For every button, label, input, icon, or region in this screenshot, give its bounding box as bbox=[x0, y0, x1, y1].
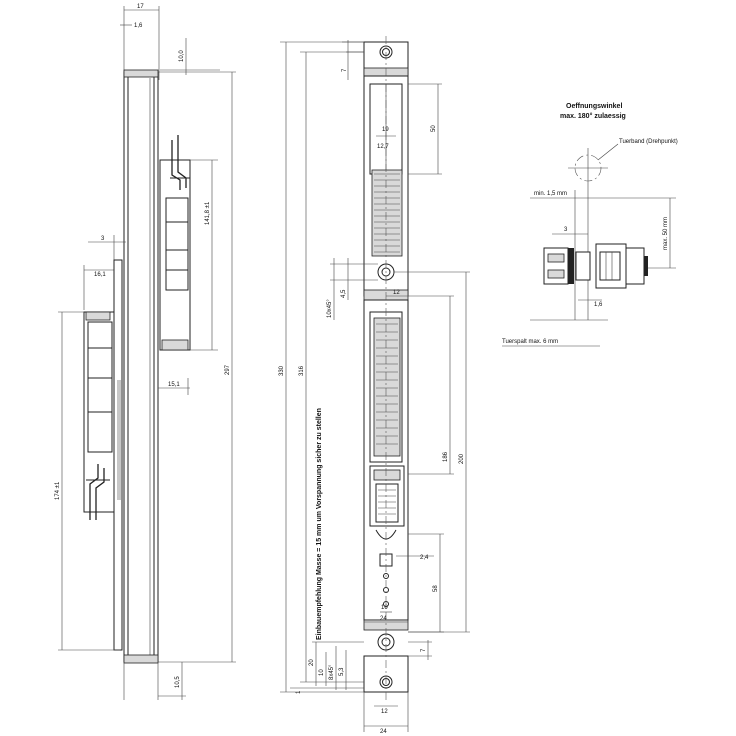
dim-4-5: 4,5 bbox=[341, 289, 347, 298]
dim-297: 297 bbox=[225, 364, 231, 375]
spring bbox=[371, 169, 403, 257]
dim-141-8: 141,8 ±1 bbox=[205, 201, 211, 225]
dim-2-4: 2,4 bbox=[420, 555, 429, 561]
detail-title-1: Oeffnungswinkel bbox=[566, 103, 622, 110]
dim-24-mid: 24 bbox=[380, 616, 387, 622]
dim-1-6-detail: 1,6 bbox=[594, 302, 603, 308]
dim-10x45: 10x45° bbox=[327, 299, 333, 318]
dim-10-5: 10,5 bbox=[175, 676, 181, 688]
dim-1-6: 1,6 bbox=[134, 23, 143, 29]
dim-24-bottom: 24 bbox=[380, 729, 387, 735]
dim-12-bottom: 12 bbox=[381, 709, 388, 715]
min-label: min. 1,5 mm bbox=[534, 191, 567, 197]
max-label: max. 50 mm bbox=[663, 217, 669, 250]
detail-view: Oeffnungswinkel max. 180° zulaessig Tuer… bbox=[502, 103, 678, 347]
gear-teeth bbox=[373, 317, 401, 457]
dim-7-top: 7 bbox=[342, 68, 348, 72]
dim-316: 316 bbox=[299, 365, 305, 376]
hinge-label: Tuerband (Drehpunkt) bbox=[619, 139, 678, 145]
gap-label: Tuerspalt max. 6 mm bbox=[502, 339, 558, 345]
detail-title-2: max. 180° zulaessig bbox=[560, 112, 626, 120]
dim-3: 3 bbox=[101, 236, 105, 242]
dim-15-1: 15,1 bbox=[168, 382, 180, 388]
dim-50: 50 bbox=[431, 125, 437, 132]
dim-8x45: 8x45° bbox=[329, 664, 335, 680]
dim-330: 330 bbox=[279, 365, 285, 376]
dim-10-mid: 10 bbox=[381, 605, 388, 611]
dim-10-bottom: 10 bbox=[319, 669, 325, 676]
side-view: 17 1,6 10,0 141,8 ±1 297 bbox=[55, 4, 236, 700]
dim-3-detail: 3 bbox=[564, 227, 568, 233]
front-view: 7 19 12,7 50 330 316 Einbauempfehlung Ma… bbox=[279, 36, 470, 735]
dim-12-mid: 12 bbox=[393, 290, 400, 296]
dim-5-3: 5,3 bbox=[339, 667, 345, 676]
dim-58: 58 bbox=[433, 585, 439, 592]
dim-17: 17 bbox=[137, 4, 144, 10]
dim-16-1: 16,1 bbox=[94, 272, 106, 278]
dim-186: 186 bbox=[443, 451, 449, 462]
dim-19: 19 bbox=[382, 127, 389, 133]
dim-10-0: 10,0 bbox=[179, 50, 185, 62]
dim-200: 200 bbox=[459, 453, 465, 464]
dim-7-bottom: 7 bbox=[421, 648, 427, 652]
dim-20: 20 bbox=[309, 659, 315, 666]
dim-12-7: 12,7 bbox=[377, 144, 389, 150]
dim-174: 174 ±1 bbox=[55, 481, 61, 500]
dim-1: 1 bbox=[296, 690, 302, 694]
installation-note: Einbauempfehlung Masse = 15 mm um Vorspa… bbox=[316, 408, 323, 640]
